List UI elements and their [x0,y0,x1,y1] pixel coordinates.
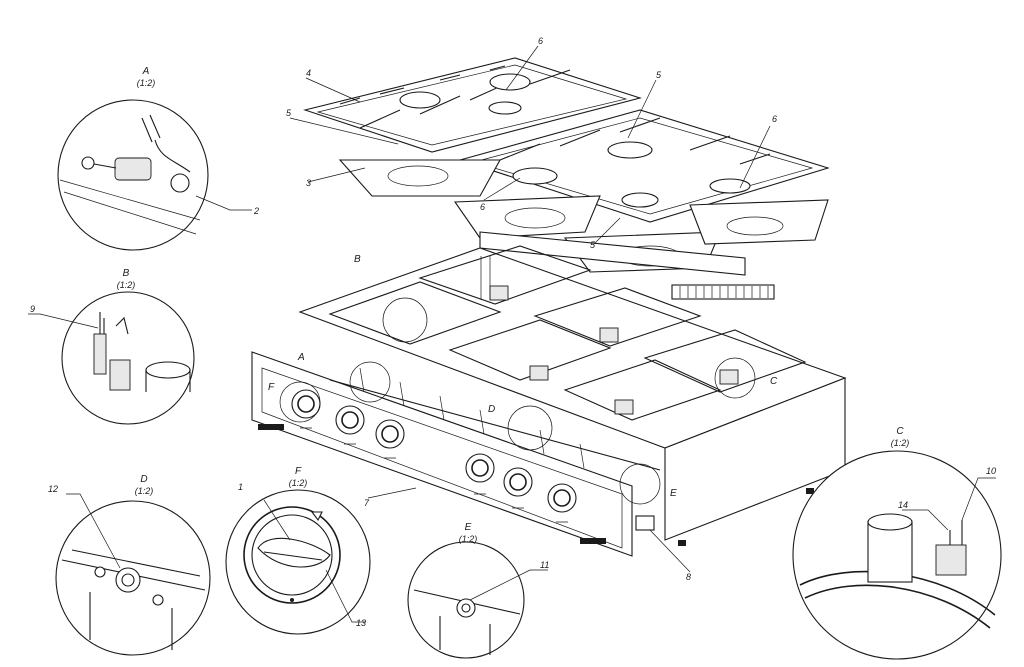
view-markers: A B C D E F [268,254,778,499]
callout-5a: 5 [286,108,292,118]
detail-a-letter: A [142,66,150,77]
detail-view-d [55,493,211,656]
callout-13: 13 [356,618,366,628]
detail-marker-circles [279,297,756,505]
callout-3: 3 [306,178,311,188]
callout-numbers: 1 2 3 4 5 5 5 6 6 6 7 8 9 10 11 12 13 14 [30,36,996,628]
detail-e-letter: E [465,522,472,533]
view-marker-e: E [670,488,677,499]
detail-c-scale: (1:2) [891,438,910,448]
detail-d-scale: (1:2) [135,486,154,496]
detail-view-b [28,291,195,425]
detail-a-scale: (1:2) [137,78,156,88]
detail-b-letter: B [123,268,130,279]
view-marker-f: F [268,382,275,393]
callout-14: 14 [898,500,908,510]
detail-d-letter: D [140,474,147,485]
view-marker-c: C [770,376,778,387]
callout-11: 11 [540,560,549,570]
callout-6c: 6 [480,202,485,212]
callout-5c: 5 [590,240,596,250]
callout-7: 7 [364,498,370,508]
callout-6b: 6 [772,114,777,124]
detail-f-scale: (1:2) [289,478,308,488]
detail-f-letter: F [295,466,302,477]
callout-2: 2 [253,206,259,216]
callout-4: 4 [306,68,311,78]
detail-view-f [225,489,371,635]
pan-supports [303,57,830,223]
detail-view-a [57,99,252,251]
detail-b-scale: (1:2) [117,280,136,290]
view-marker-a: A [297,352,305,363]
detail-headings: A (1:2) B (1:2) C (1:2) D (1:2) E (1:2) … [117,66,910,544]
callout-1: 1 [238,482,243,492]
callout-12: 12 [48,484,58,494]
cooker-body [251,231,847,557]
callout-9: 9 [30,304,35,314]
view-marker-b: B [354,254,361,265]
callout-8: 8 [686,572,691,582]
callout-10: 10 [986,466,996,476]
leader-lines [289,45,771,573]
detail-c-letter: C [896,426,904,437]
callout-6a: 6 [538,36,543,46]
detail-view-c [792,450,1002,660]
detail-e-scale: (1:2) [459,534,478,544]
view-marker-d: D [488,404,495,415]
callout-5b: 5 [656,70,662,80]
detail-view-e [407,541,548,659]
